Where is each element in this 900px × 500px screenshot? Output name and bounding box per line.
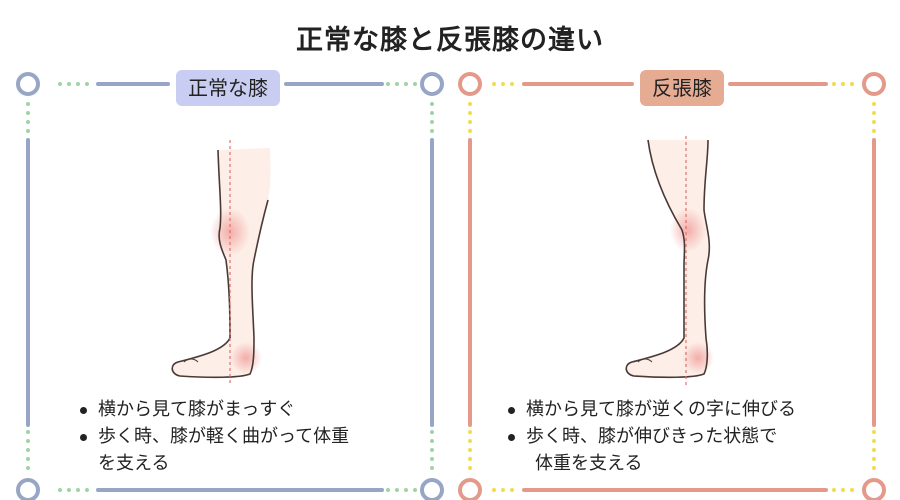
- hyperextended-knee-label: 反張膝: [640, 70, 724, 106]
- bullet-text: 横から見て膝がまっすぐ: [98, 399, 296, 420]
- hyper-panel-frame: [458, 72, 886, 500]
- list-item: 歩く時、膝が伸びきった状態で 体重を支える: [506, 423, 846, 477]
- hyperextended-knee-bullets: 横から見て膝が逆くの字に伸びる 歩く時、膝が伸びきった状態で 体重を支える: [506, 396, 846, 477]
- list-item: 横から見て膝がまっすぐ: [78, 396, 408, 423]
- bullet-text-continued: 体重を支える: [535, 453, 643, 474]
- bullet-text: 横から見て膝が逆くの字に伸びる: [526, 399, 796, 420]
- normal-panel-frame: [16, 72, 444, 500]
- hyperextended-leg-illustration: [625, 136, 714, 385]
- list-item: 横から見て膝が逆くの字に伸びる: [506, 396, 846, 423]
- normal-knee-label: 正常な膝: [176, 70, 280, 106]
- bullet-text: 歩く時、膝が伸びきった状態で: [526, 426, 778, 447]
- bullet-text-continued: を支える: [98, 453, 170, 474]
- normal-leg-illustration: [171, 140, 271, 385]
- list-item: 歩く時、膝が軽く曲がって体重 を支える: [78, 423, 408, 477]
- page-title: 正常な膝と反張膝の違い: [296, 25, 604, 56]
- bullet-text: 歩く時、膝が軽く曲がって体重: [98, 426, 350, 447]
- normal-knee-bullets: 横から見て膝がまっすぐ 歩く時、膝が軽く曲がって体重 を支える: [78, 396, 408, 477]
